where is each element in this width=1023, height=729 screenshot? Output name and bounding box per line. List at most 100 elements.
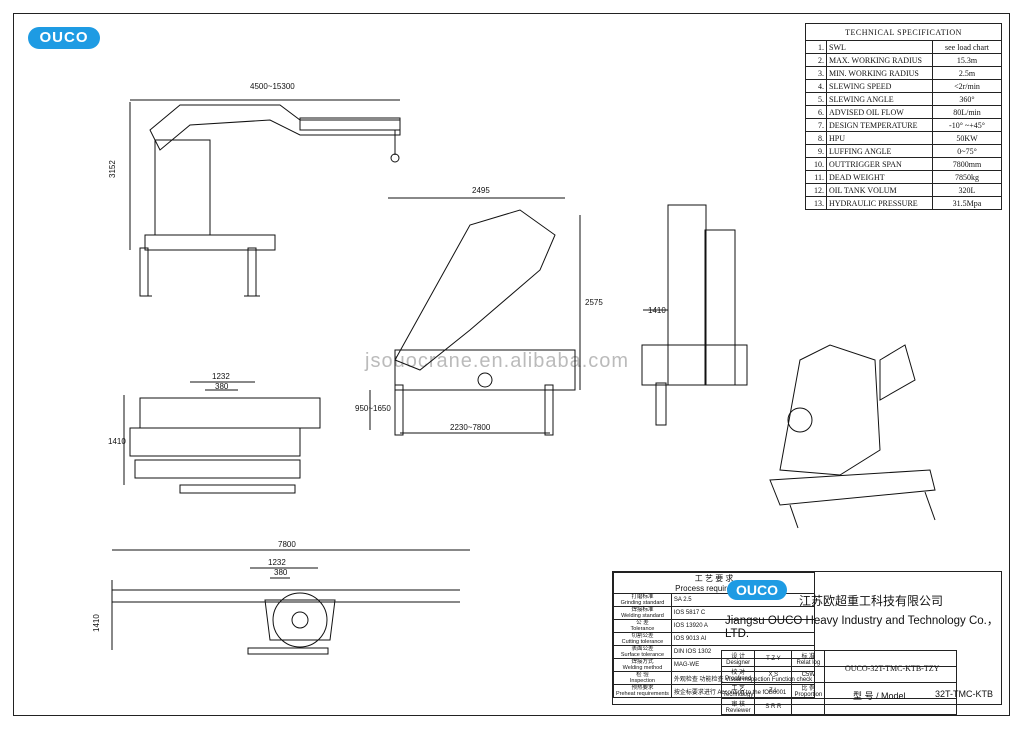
spec-row-item: MAX. WORKING RADIUS bbox=[826, 53, 933, 67]
process-label-cn: 检 验 bbox=[636, 672, 649, 678]
signoff-role-cn: 设 计 bbox=[731, 654, 746, 660]
spec-row-item: ADVISED OIL FLOW bbox=[826, 105, 933, 119]
spec-row-value: 0~75° bbox=[932, 144, 1002, 158]
process-label-en: Surface tolerance bbox=[620, 652, 664, 658]
spec-row-value: 15.3m bbox=[932, 53, 1002, 67]
spec-row-item: DESIGN TEMPERATURE bbox=[826, 118, 933, 132]
signoff-name: T Z Y bbox=[754, 650, 793, 667]
signoff-attr bbox=[791, 698, 826, 715]
process-label-cn: 公 差 bbox=[636, 620, 649, 626]
dim-bottom-7800: 7800 bbox=[278, 540, 296, 549]
process-label-cn: 焊接标准 bbox=[631, 607, 654, 613]
signoff-role-en: Designer bbox=[726, 660, 751, 666]
spec-row-number: 5. bbox=[805, 92, 827, 106]
spec-row-number: 9. bbox=[805, 144, 827, 158]
spec-row-item: SLEWING SPEED bbox=[826, 79, 933, 93]
company-logo: OUCO bbox=[727, 580, 787, 600]
process-label-en: Grinding standard bbox=[620, 600, 665, 606]
spec-row-item: SWL bbox=[826, 40, 933, 54]
signoff-role-cn: 校 对 bbox=[731, 670, 746, 676]
drawing-frame bbox=[13, 13, 1010, 716]
crane-end-view bbox=[641, 204, 748, 426]
signoff-role-cn: 审 核 bbox=[731, 702, 746, 708]
signoff-name: S R R bbox=[754, 698, 793, 715]
spec-row-value: 360° bbox=[932, 92, 1002, 106]
spec-row: 7.DESIGN TEMPERATURE-10° ~+45° bbox=[805, 118, 1002, 132]
signoff-role-en: Proofreed bbox=[725, 676, 752, 682]
spec-row: 4.SLEWING SPEED<2r/min bbox=[805, 79, 1002, 93]
process-label-en: Cutting tolerance bbox=[621, 639, 664, 645]
dim-end-width: 1410 bbox=[648, 306, 666, 315]
spec-title: TECHNICAL SPECIFICATION bbox=[805, 23, 1002, 41]
spec-row-number: 10. bbox=[805, 157, 827, 171]
dim-bottom-380: 380 bbox=[274, 568, 288, 577]
company-name-en: Jiangsu OUCO Heavy Industry and Technolo… bbox=[725, 615, 999, 640]
spec-row-value: 80L/min bbox=[932, 105, 1002, 119]
spec-row-number: 4. bbox=[805, 79, 827, 93]
spec-row-number: 1. bbox=[805, 40, 827, 54]
spec-row-value: -10° ~+45° bbox=[932, 118, 1002, 132]
process-label-en: Tolerance bbox=[630, 626, 655, 632]
signoff-blank bbox=[824, 698, 957, 715]
crane-isometric-view bbox=[769, 344, 936, 529]
ouco-logo: OUCO bbox=[28, 27, 100, 49]
spec-row-item: HPU bbox=[826, 131, 933, 145]
spec-row-number: 7. bbox=[805, 118, 827, 132]
signoff-role-en: Reviewer bbox=[725, 708, 751, 714]
signoff-role-cn: 工 艺 bbox=[731, 686, 746, 692]
dim-bottom-1232: 1232 bbox=[268, 558, 286, 567]
process-label-en: Inspection bbox=[629, 678, 655, 684]
dim-plan-380: 380 bbox=[215, 382, 229, 391]
process-label-en: Welding standard bbox=[621, 613, 664, 619]
spec-row-number: 8. bbox=[805, 131, 827, 145]
spec-row-number: 3. bbox=[805, 66, 827, 80]
dim-plan-1410: 1410 bbox=[108, 437, 126, 446]
dim-mid-width: 2495 bbox=[472, 186, 490, 195]
company-name-cn: 江苏欧超重工科技有限公司 bbox=[799, 594, 944, 608]
dim-bottom-1410: 1410 bbox=[92, 614, 101, 632]
watermark: jsouocrane.en.alibaba.com bbox=[365, 350, 630, 372]
process-header-en: Process requirements bbox=[675, 584, 753, 593]
crane-bottom-plan-view bbox=[111, 549, 470, 655]
signoff-attr-cn: 比 例 bbox=[801, 686, 816, 692]
model-value: 32T-TMC-KTB bbox=[935, 689, 994, 699]
dim-mid-height: 2575 bbox=[585, 298, 603, 307]
spec-row-value: 7800mm bbox=[932, 157, 1002, 171]
spec-row-item: DEAD WEIGHT bbox=[826, 170, 933, 184]
spec-row-item: LUFFING ANGLE bbox=[826, 144, 933, 158]
signoff-attr-en: Proportion bbox=[794, 692, 823, 698]
process-header-cn: 工 艺 要 求 bbox=[694, 574, 734, 583]
process-label-cn: 焊接方式 bbox=[631, 659, 654, 665]
document-number: OUCO-32T-TMC-KTB-TZY bbox=[845, 664, 940, 673]
dim-side-height: 3152 bbox=[108, 160, 117, 178]
signoff-role-en: Technology bbox=[723, 692, 754, 698]
spec-row-value: see load chart bbox=[932, 40, 1002, 54]
dim-mid-span: 2230~7800 bbox=[450, 423, 491, 432]
signoff-attr-cn: 标 准 bbox=[801, 654, 816, 660]
process-label-cn: 切割公差 bbox=[631, 633, 654, 639]
signoff-attr-value: C5W bbox=[801, 671, 816, 678]
process-label-en: Welding method bbox=[622, 665, 663, 671]
signoff-attr: C5W bbox=[791, 666, 826, 683]
